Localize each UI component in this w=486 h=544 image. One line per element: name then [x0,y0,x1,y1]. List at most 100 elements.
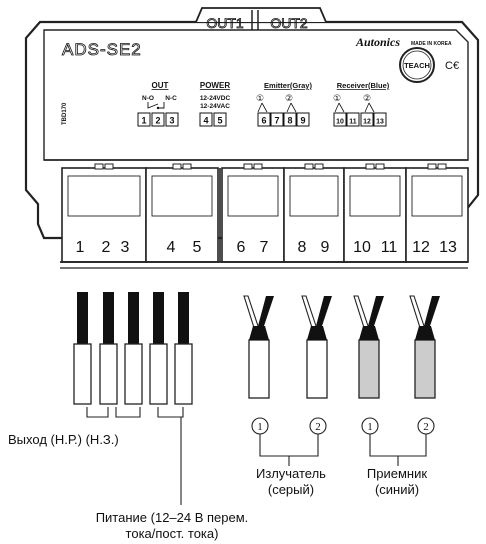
terminal-number-8: 8 [298,239,307,256]
out1-label: OUT1 [206,15,244,31]
emitter-ch1-mark: ① [256,94,264,104]
receiver-label-line2: (синий) [374,482,420,497]
no-label: N-O [142,95,154,102]
terminal-number-1: 1 [76,239,85,256]
sensor-cable-4 [409,295,440,399]
wire-terminal-3 [124,292,143,405]
svg-text:2: 2 [155,116,160,126]
receiver-cable-2-marker: 2 [417,417,435,435]
power-spec-dc: 12-24VDC [200,95,231,102]
terminal-number-5: 5 [193,239,202,256]
emitter-label: Излучатель (серый) [246,466,336,498]
svg-text:3: 3 [169,116,174,126]
terminal-label-11: 11 [346,112,360,127]
receiver-ch1-mark: ① [333,94,341,104]
terminal-label-4: 4 [199,112,213,127]
svg-text:1: 1 [141,116,146,126]
emitter-label-line2: (серый) [267,482,315,497]
terminal-block-6: 12 13 [405,163,469,263]
terminal-label-1: 1 [137,112,151,127]
power-label: Питание (12–24 В перем. тока/пост. тока) [72,510,272,542]
svg-text:5: 5 [217,116,222,126]
terminal-number-12: 12 [412,239,430,256]
wire-terminal-4 [149,292,168,405]
terminal-label-5: 5 [213,112,227,127]
power-spec-ac: 12-24VAC [200,103,230,110]
teach-button[interactable]: TEACH [404,61,430,70]
power-label-line1: Питание (12–24 В перем. [95,510,249,525]
svg-text:2: 2 [315,421,321,433]
wire-terminal-2 [99,292,118,405]
terminal-number-6: 6 [237,239,246,256]
emitter-group-label: Emitter(Gray) [264,81,312,90]
svg-text:1: 1 [257,421,263,433]
terminal-number-11: 11 [381,239,398,256]
svg-text:7: 7 [274,116,279,126]
svg-text:12: 12 [363,119,371,126]
terminal-label-13: 13 [373,112,387,127]
made-in-label: MADE IN KOREA [411,41,452,47]
svg-text:1: 1 [367,421,373,433]
receiver-cable-1-marker: 1 [361,417,379,435]
terminal-number-10: 10 [353,239,371,256]
switch-symbol [147,102,165,109]
front-panel [43,29,469,161]
receiver-ch2-mark: ② [363,94,371,104]
receiver-group-label: Receiver(Blue) [337,81,390,90]
svg-text:10: 10 [336,119,344,126]
emitter-ch2-mark: ② [285,94,293,104]
power-group-label: POWER [200,81,230,90]
terminal-number-7: 7 [260,239,269,256]
terminal-number-2: 2 [102,239,111,256]
output-power-wires [73,292,193,405]
output-bracket [86,407,141,418]
sensor-cable-2 [301,295,332,399]
terminal-label-8: 8 [283,112,297,127]
power-label-line2: тока/пост. тока) [125,526,219,541]
terminal-label-6: 6 [257,112,271,127]
terminal-label-2: 2 [151,112,165,127]
terminal-number-3: 3 [121,239,130,256]
receiver-label: Приемник (синий) [352,466,442,498]
svg-text:4: 4 [203,116,208,126]
side-code: TBD170 [62,102,68,125]
svg-text:6: 6 [261,116,266,126]
out-group-label: OUT [152,81,169,90]
terminal-label-9: 9 [296,112,310,127]
svg-text:11: 11 [349,119,357,126]
terminal-label-12: 12 [360,112,374,127]
brand-logo: Autonics [355,35,400,49]
terminal-number-9: 9 [321,239,330,256]
sensor-cables [243,295,440,399]
terminal-block-5: 10 11 [343,163,407,263]
power-bracket [157,407,184,505]
terminal-number-4: 4 [167,239,176,256]
emitter-cable-2-marker: 2 [309,417,327,435]
svg-text:13: 13 [376,119,384,126]
wire-terminal-5 [174,292,193,405]
sensor-cable-1 [243,295,274,399]
terminal-label-7: 7 [270,112,284,127]
nc-label: N-C [165,95,177,102]
sensor-cable-3 [353,295,384,399]
ce-mark: C€ [445,60,459,72]
terminal-label-3: 3 [165,112,179,127]
emitter-cable-1-marker: 1 [251,417,269,435]
receiver-label-line1: Приемник [366,466,428,481]
model-name: ADS-SE2 [62,40,142,59]
terminal-number-13: 13 [439,239,457,256]
receiver-bracket [369,433,427,466]
wire-terminal-1 [73,292,92,405]
emitter-bracket [259,433,319,466]
output-label: Выход (Н.Р.) (Н.З.) [8,432,119,447]
svg-text:9: 9 [300,116,305,126]
terminal-label-10: 10 [333,112,347,127]
emitter-label-line1: Излучатель [256,466,326,481]
